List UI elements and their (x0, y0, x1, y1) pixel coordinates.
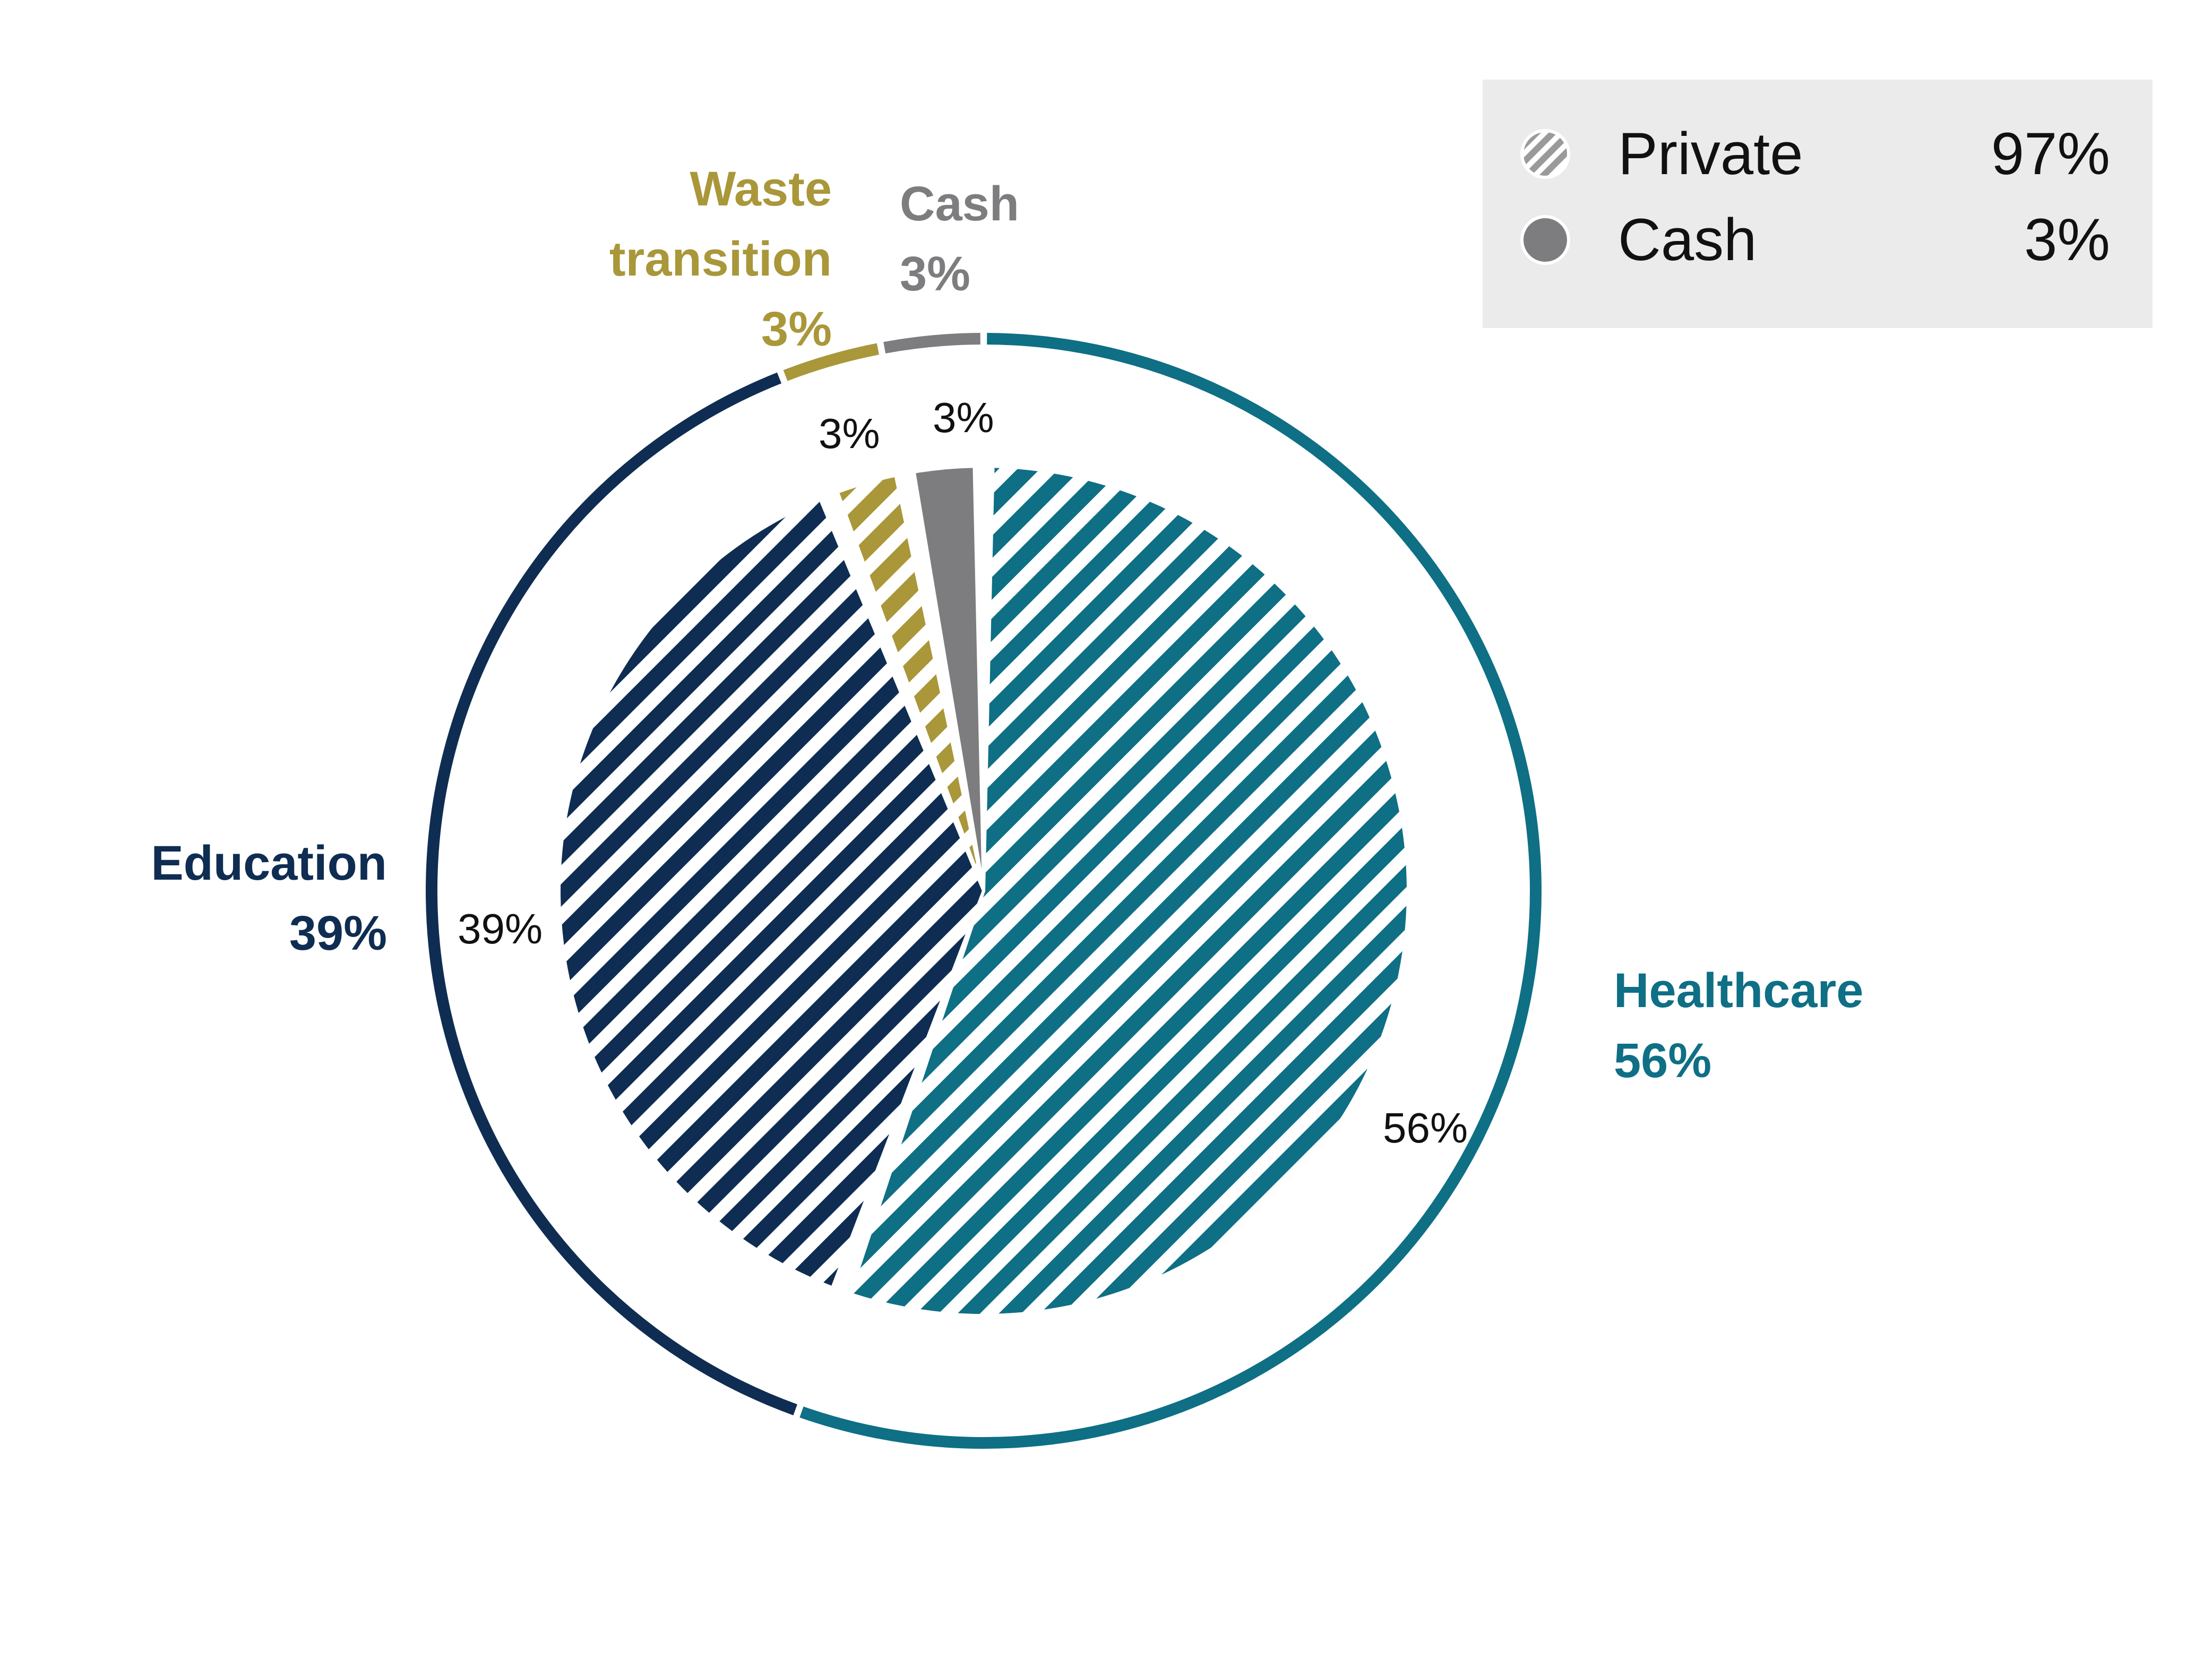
ring-arc-healthcare (799, 333, 1542, 1449)
category-percent: 56% (1614, 1034, 1712, 1088)
pie-slice-waste-transition (835, 473, 985, 892)
category-label-healthcare: Healthcare 56% (1614, 956, 1863, 1096)
solid-circle-icon (1520, 215, 1570, 265)
legend-label: Cash (1618, 207, 1757, 273)
striped-circle-icon (1520, 129, 1570, 179)
category-label-waste-transition: Waste transition 3% (609, 154, 832, 364)
slice-label-education: 39% (458, 905, 543, 952)
category-percent: 3% (761, 302, 832, 356)
pie-slice-education (557, 496, 986, 1290)
category-label-education: Education 39% (151, 828, 387, 968)
category-name: Healthcare (1614, 964, 1864, 1018)
category-name-line1: Waste (690, 162, 832, 216)
legend-item-private: Private 97% (1483, 117, 2153, 191)
slice-label-waste-transition: 3% (819, 410, 880, 457)
ring-arc-cash (883, 333, 980, 354)
legend-item-cash: Cash 3% (1483, 203, 2153, 277)
pie-slice-healthcare (848, 465, 1410, 1317)
ring-arc-waste-transition (783, 343, 880, 381)
legend-label: Private (1618, 121, 1803, 187)
legend-value: 3% (2024, 207, 2110, 273)
ring-arc-education (426, 372, 797, 1415)
slice-label-healthcare: 56% (1383, 1104, 1468, 1151)
slice-label-cash: 3% (933, 394, 994, 441)
pie-slice-cash (912, 465, 985, 891)
category-name: Education (151, 836, 387, 890)
category-percent: 3% (900, 247, 970, 301)
category-name-line2: transition (609, 232, 832, 286)
category-label-cash: Cash 3% (900, 169, 1019, 309)
category-name: Cash (900, 177, 1019, 231)
legend-value: 97% (1991, 121, 2110, 187)
legend: Private 97% Cash 3% (1483, 80, 2153, 328)
category-percent: 39% (289, 906, 387, 960)
